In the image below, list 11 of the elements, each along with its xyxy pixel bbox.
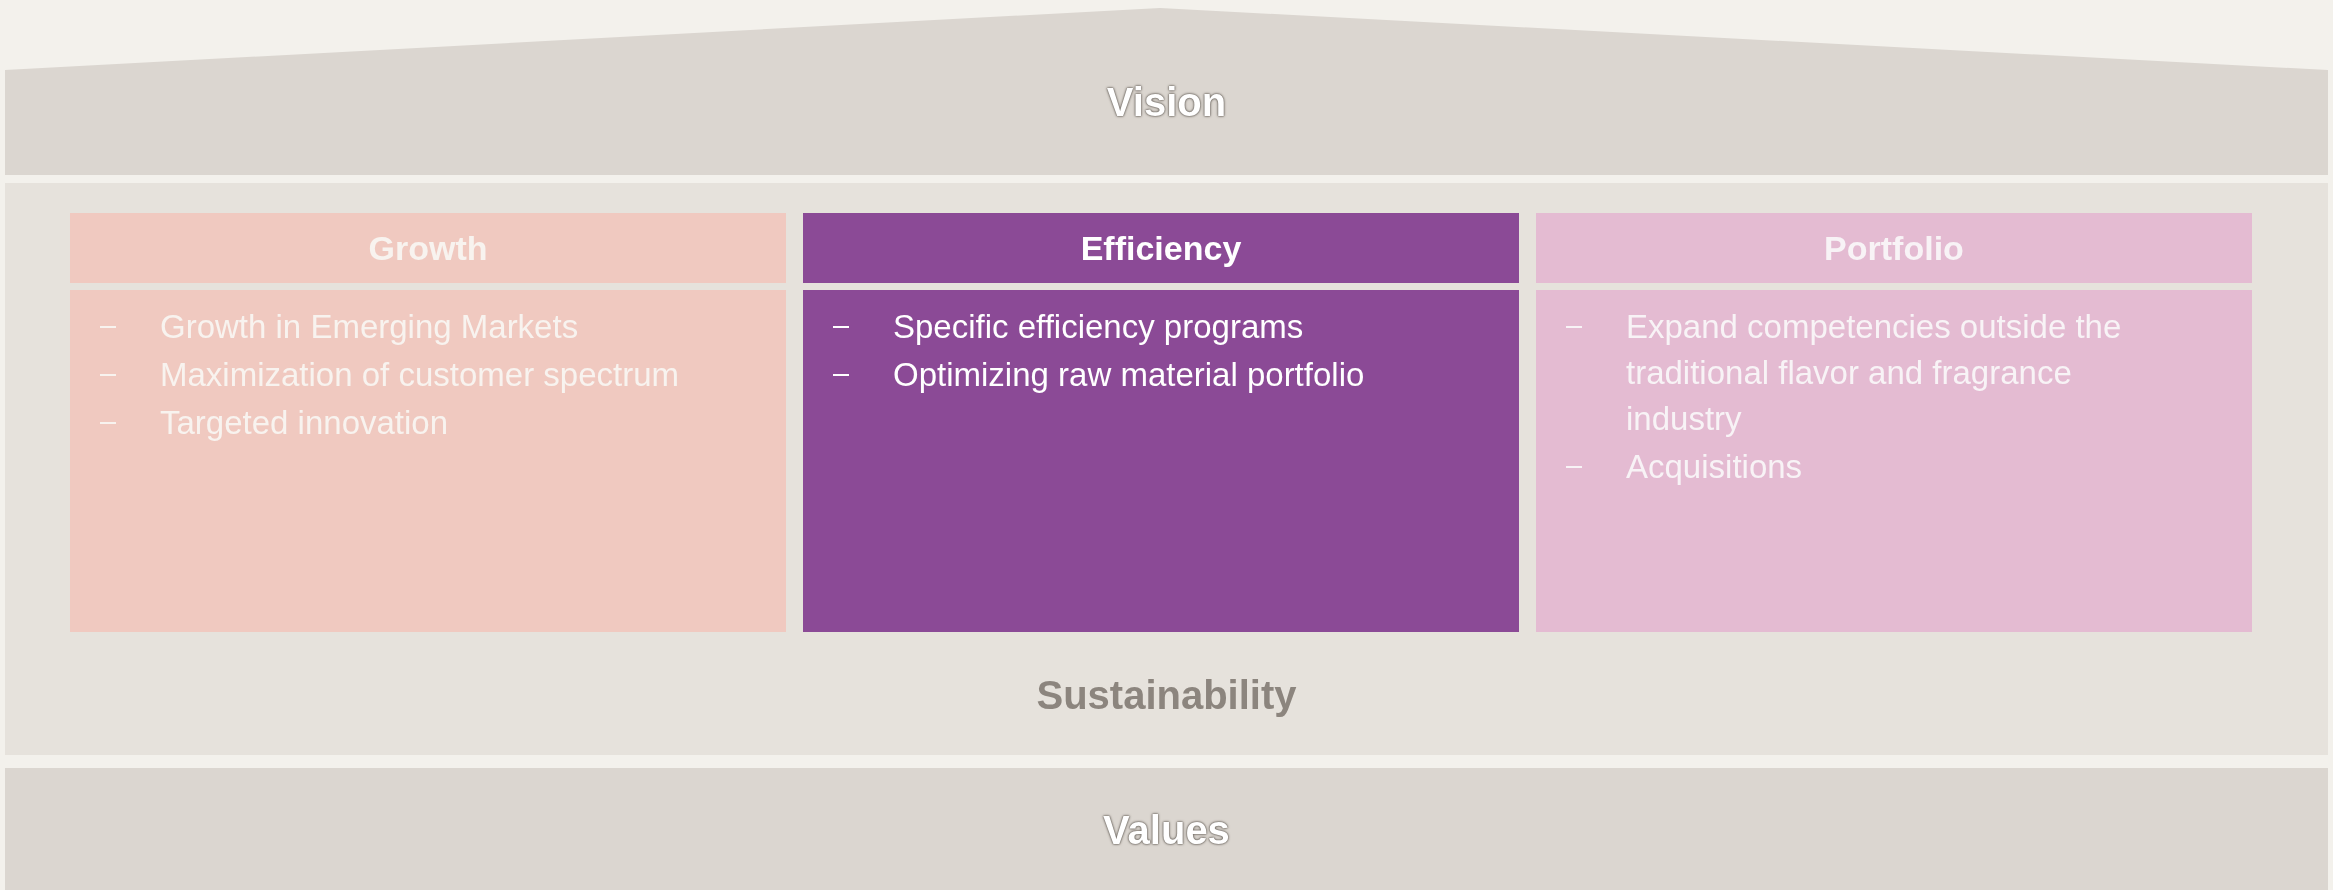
band-panel <box>5 183 2328 755</box>
bullet-text: Expand competencies outside the traditional flavor and fragrance industry <box>1626 307 2123 439</box>
bullet-text: Acquisitions <box>1626 447 1803 487</box>
band-title: Sustainability <box>1036 673 1297 717</box>
column-header: Portfolio <box>1536 213 2252 283</box>
band-panel <box>5 768 2328 890</box>
bullet-text: Optimizing raw material portfolio <box>893 355 1365 395</box>
bullet-text: Specific efficiency programs <box>893 307 1304 347</box>
column-header: Efficiency <box>803 213 1519 283</box>
band-title: Values <box>1103 808 1230 852</box>
band-title: Vision <box>1106 80 1227 124</box>
